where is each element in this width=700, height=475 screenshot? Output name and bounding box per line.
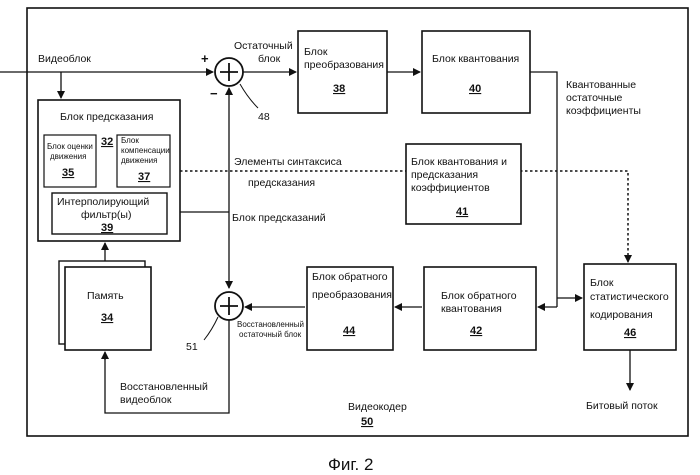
video-block-input-label: Видеоблок xyxy=(38,53,91,65)
transform-block xyxy=(298,31,387,113)
transform-line2: преобразования xyxy=(304,59,384,71)
memory-num: 34 xyxy=(101,312,114,324)
summer-51 xyxy=(215,292,243,320)
quantized-label-1: Квантованные xyxy=(566,79,636,91)
prediction-num: 32 xyxy=(101,136,113,148)
recon-residual-label-1: Восстановленный xyxy=(237,320,304,329)
interpolation-line1: Интерполирующий xyxy=(57,196,149,208)
entropy-num: 46 xyxy=(624,327,636,339)
encoder-num: 50 xyxy=(361,416,373,428)
motion-compensation-line2: компенсации xyxy=(121,146,170,155)
quant-prediction-line2: предсказания xyxy=(411,169,478,181)
inverse-transform-line1: Блок обратного xyxy=(312,271,388,283)
syntax-label-1: Элементы синтаксиса xyxy=(234,156,342,168)
transform-line1: Блок xyxy=(304,46,328,58)
quantized-label-2: остаточные xyxy=(566,92,623,104)
entropy-line1: Блок xyxy=(590,277,614,289)
motion-estimation-line2: движения xyxy=(50,152,86,161)
recon-residual-label-2: остаточный блок xyxy=(239,330,302,339)
motion-estimation-line1: Блок оценки xyxy=(47,142,93,151)
minus-sign: − xyxy=(210,86,218,101)
memory-title: Память xyxy=(87,290,124,302)
quantization-num: 40 xyxy=(469,83,481,95)
quantized-label-3: коэффициенты xyxy=(566,105,641,117)
syntax-label-2: предсказания xyxy=(248,177,315,189)
ref-51: 51 xyxy=(186,341,198,353)
ref-48-leader xyxy=(240,84,258,108)
transform-num: 38 xyxy=(333,83,345,95)
quant-prediction-line3: коэффициентов xyxy=(411,182,490,194)
quant-output-line xyxy=(530,72,557,298)
entropy-line2: статистического xyxy=(590,291,669,303)
interpolation-num: 39 xyxy=(101,222,113,234)
motion-estimation-num: 35 xyxy=(62,167,74,179)
inverse-quant-line1: Блок обратного xyxy=(441,290,517,302)
memory-block xyxy=(65,267,151,350)
inverse-transform-line2: преобразования xyxy=(312,289,392,301)
entropy-line3: кодирования xyxy=(590,309,653,321)
interpolation-line2: фильтр(ы) xyxy=(81,209,131,221)
ref-51-leader xyxy=(204,317,218,340)
quantization-line1: Блок квантования xyxy=(432,53,519,65)
figure-caption: Фиг. 2 xyxy=(328,455,373,474)
recon-video-label-1: Восстановленный xyxy=(120,381,208,393)
motion-compensation-line1: Блок xyxy=(121,136,139,145)
inverse-quant-num: 42 xyxy=(470,325,482,337)
residual-block-label-1: Остаточный xyxy=(234,40,293,52)
quantization-block xyxy=(422,31,530,113)
bitstream-label: Битовый поток xyxy=(586,400,658,412)
quant-prediction-line1: Блок квантования и xyxy=(411,156,507,168)
plus-sign: + xyxy=(201,51,209,66)
motion-compensation-num: 37 xyxy=(138,171,150,183)
quant-prediction-num: 41 xyxy=(456,206,468,218)
residual-block-label-2: блок xyxy=(258,53,281,65)
summer-48 xyxy=(215,58,243,86)
encoder-name: Видеокодер xyxy=(348,401,407,413)
recon-video-label-2: видеоблок xyxy=(120,394,172,406)
prediction-block-label: Блок предсказаний xyxy=(232,212,326,224)
ref-48: 48 xyxy=(258,111,270,123)
inverse-quant-line2: квантования xyxy=(441,303,502,315)
inverse-transform-num: 44 xyxy=(343,325,356,337)
motion-compensation-line3: движения xyxy=(121,156,157,165)
prediction-title: Блок предсказания xyxy=(60,111,153,123)
